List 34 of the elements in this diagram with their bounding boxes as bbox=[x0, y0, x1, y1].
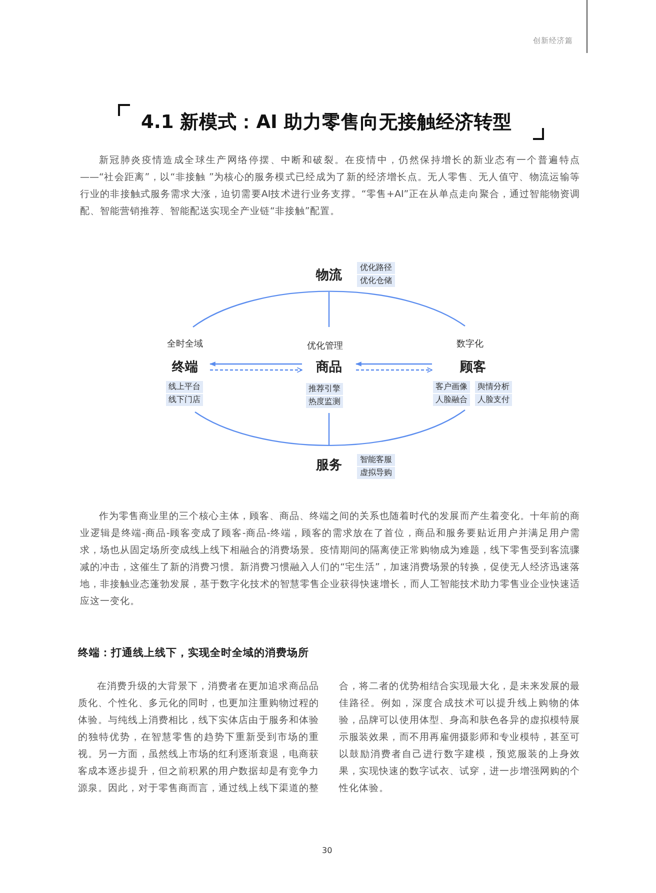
tag-label: 线下门店 bbox=[166, 394, 203, 406]
tag-label: 优化路径 bbox=[357, 262, 395, 274]
tag-label: 人脸融合 bbox=[433, 394, 470, 406]
node-name: 物流 bbox=[316, 266, 342, 284]
page-number: 30 bbox=[322, 846, 332, 855]
tag-label: 线上平台 bbox=[166, 381, 203, 393]
tag-label: 舆情分析 bbox=[475, 381, 512, 393]
connector-line bbox=[194, 410, 466, 446]
node-name: 商品 bbox=[316, 358, 342, 376]
section-title: 4.1 新模式：AI 助力零售向无接触经济转型 bbox=[141, 111, 512, 134]
tag-label: 虚拟导购 bbox=[357, 467, 395, 479]
node-name: 服务 bbox=[316, 457, 342, 474]
node-name: 顾客 bbox=[460, 358, 486, 376]
node-heading: 全时全域 bbox=[167, 338, 203, 350]
arrow bbox=[209, 362, 302, 366]
connector-line bbox=[192, 290, 466, 328]
tag-label: 人脸支付 bbox=[475, 394, 512, 406]
tag-label: 智能客服 bbox=[357, 454, 395, 466]
tag-label: 客户画像 bbox=[433, 381, 470, 393]
tag-label: 优化仓储 bbox=[357, 275, 395, 287]
tag-label: 推荐引擎 bbox=[306, 383, 343, 395]
arrow bbox=[355, 362, 432, 366]
body-paragraph: 新冠肺炎疫情造成全球生产网络停摆、中断和破裂。在疫情中，仍然保持增长的新业态有一个普遍特点——“社会距离”，以“非接触 ”为核心的服务模式已经成为了新的经济增长点。无人零售、无人值守、物流运输等行业的非接触式服务需求大涨，迫切需要AI技术进行业务支撑。“零售+AI”正在从单点走向聚合，通过智能物资调配、智能营销推荐、智能配送实现全产业链“非接触”配置。 bbox=[80, 154, 580, 219]
node-name: 终端 bbox=[172, 359, 198, 376]
arrow bbox=[356, 367, 432, 373]
body-paragraph: 在消费升级的大背景下，消费者在更加追求商品品质化、个性化、多元化的同时，也更加注重购物过程的体验。与纯线上消费相比，线下实体店由于服务和体验的独特优势，在智慧零售的趋势下重新受到市场的重视。另一方面，虽然线上市场的红利逐渐衰退，电商获客成本逐步提升，但之前积累的用户数据却是有竞争力源泉。因此，对于零售商而言，通过线上线下渠道的整合，将二者的优势相结合实现最大化，是未来发展的最佳路径。例如，深度合成技术可以提升线上购物的体验，品牌可以使用体型、身高和肤色各异的虚拟模特展示服装效果，而不用再雇佣摄影师和专业模特，甚至可以鼓励消费者自己进行数字建模，预览服装的上身效果，实现快速的数字试衣、试穿，进一步增强网购的个性化体验。 bbox=[78, 680, 580, 796]
connector-line bbox=[328, 292, 330, 327]
body-paragraph: 作为零售商业里的三个核心主体，顾客、商品、终端之间的关系也随着时代的发展而产生着变化。十年前的商业逻辑是终端-商品-顾客变成了顾客-商品-终端，顾客的需求放在了首位，商品和服务要贴近用户并满足用户需求，场也从固定场所变成线上线下相融合的消费场景。疫情期间的隔离使正常购物成为难题，线下零售受到客流骤减的冲击，这催生了新的消费习惯。新消费习惯融入人们的“宅生活”，加速消费场景的转换，促使无人经济迅速落地，非接触业态蓬勃发展，基于数字化技术的智慧零售企业获得快速增长，而人工智能技术助力零售业企业快速适应这一变化。 bbox=[80, 510, 580, 609]
tag-label: 热度监测 bbox=[306, 396, 343, 408]
connector-line bbox=[328, 413, 330, 446]
arrow bbox=[210, 367, 302, 373]
section-heading: 终端：打通线上线下，实现全时全域的消费场所 bbox=[78, 646, 309, 660]
node-heading: 优化管理 bbox=[307, 340, 343, 352]
node-heading: 数字化 bbox=[456, 338, 484, 350]
